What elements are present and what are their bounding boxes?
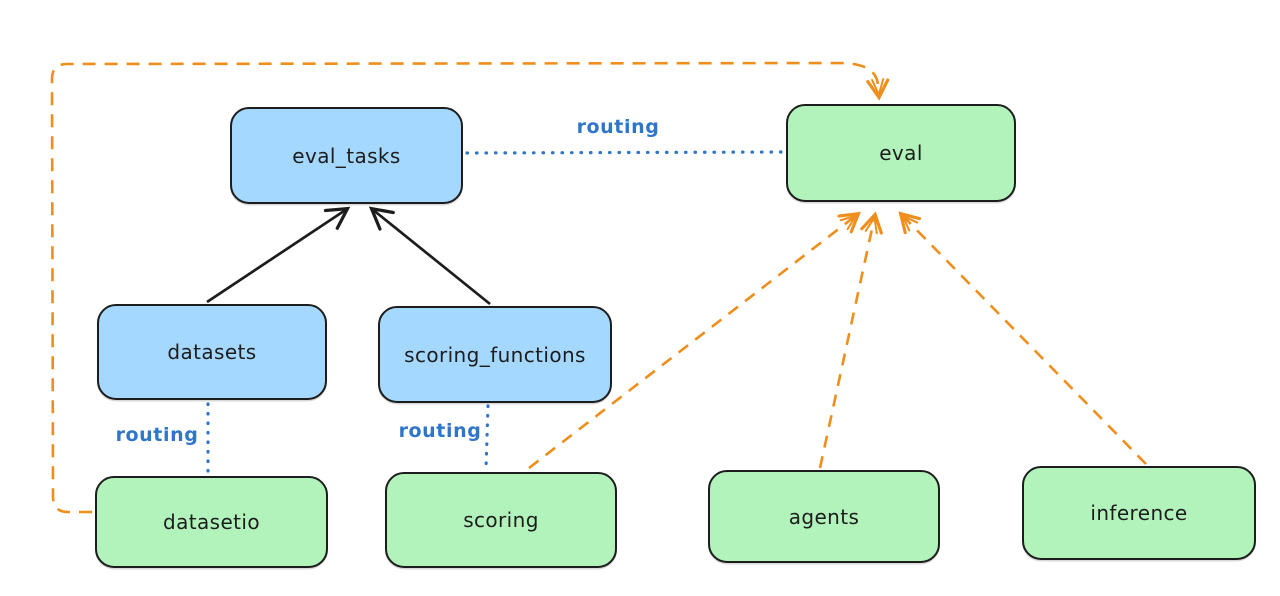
node-datasetio-label: datasetio	[162, 510, 260, 534]
edge-inference-to-eval	[898, 211, 1147, 465]
edge-scoring-to-eval	[528, 211, 861, 470]
edge-scoring_functions-to-scoring-routing	[484, 404, 490, 471]
node-agents[interactable]: agents	[708, 470, 940, 563]
edge-scoring_functions-to-eval_tasks	[368, 206, 491, 306]
edge-datasetio-to-eval	[50, 61, 890, 514]
edge-agents-to-eval	[818, 211, 883, 469]
node-inference[interactable]: inference	[1022, 466, 1256, 560]
node-eval-label: eval	[879, 141, 923, 165]
node-eval_tasks[interactable]: eval_tasks	[230, 107, 463, 204]
node-scoring_functions[interactable]: scoring_functions	[378, 306, 612, 403]
node-datasets[interactable]: datasets	[97, 304, 327, 400]
node-inference-label: inference	[1090, 501, 1188, 525]
node-scoring-label: scoring	[463, 508, 539, 532]
edge-eval_tasks-to-eval-routing	[465, 150, 785, 155]
node-scoring_functions-label: scoring_functions	[404, 342, 586, 367]
edge-datasets-to-eval_tasks	[206, 206, 351, 304]
node-agents-label: agents	[788, 504, 860, 529]
node-scoring[interactable]: scoring	[385, 472, 617, 568]
node-eval[interactable]: eval	[786, 104, 1016, 202]
node-datasetio[interactable]: datasetio	[95, 476, 328, 568]
node-datasets-label: datasets	[167, 340, 257, 364]
node-eval_tasks-label: eval_tasks	[292, 143, 401, 168]
